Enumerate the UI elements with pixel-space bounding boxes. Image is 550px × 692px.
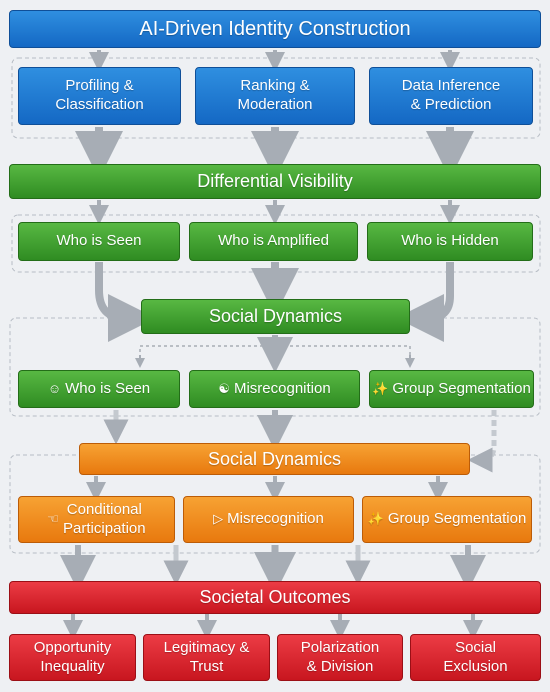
arrow-l2-3 xyxy=(396,262,454,342)
social-dynamics-orange-header: Social Dynamics xyxy=(79,443,470,475)
split-icon: ✨ xyxy=(367,511,384,527)
opportunity-inequality-node: Opportunity Inequality xyxy=(9,634,136,681)
hand-icon: ☜ xyxy=(47,511,60,527)
arrow-l2-1 xyxy=(95,262,156,342)
societal-outcomes-header: Societal Outcomes xyxy=(9,581,541,614)
who-is-seen-node: Who is Seen xyxy=(18,222,180,261)
group-frame-2 xyxy=(11,214,541,273)
split-icon: ✨ xyxy=(372,380,389,396)
identity-construction-header: AI-Driven Identity Construction xyxy=(9,10,541,48)
misrecognition-green-node: ☯ Misrecognition xyxy=(189,370,360,408)
group-segmentation-orange-node: ✨ Group Segmentation xyxy=(362,496,532,543)
differential-visibility-header: Differential Visibility xyxy=(9,164,541,199)
group-segmentation-green-node: ✨ Group Segmentation xyxy=(369,370,534,408)
data-inference-node: Data Inference & Prediction xyxy=(369,67,533,125)
mask-icon: ☯ xyxy=(218,380,230,396)
ranking-moderation-node: Ranking & Moderation xyxy=(195,67,355,125)
who-is-amplified-node: Who is Amplified xyxy=(189,222,358,261)
who-is-hidden-node: Who is Hidden xyxy=(367,222,533,261)
polarization-division-node: Polarization & Division xyxy=(277,634,403,681)
who-is-seen-segment-node: ☺ Who is Seen xyxy=(18,370,180,408)
social-dynamics-green-header: Social Dynamics xyxy=(141,299,410,334)
misrecognition-orange-node: ▷ Misrecognition xyxy=(183,496,354,543)
megaphone-icon: ▷ xyxy=(213,511,224,527)
conditional-participation-node: ☜ Conditional Participation xyxy=(18,496,175,543)
legitimacy-trust-node: Legitimacy & Trust xyxy=(143,634,270,681)
people-icon: ☺ xyxy=(47,380,62,396)
arrow-l3-3 xyxy=(467,410,497,473)
arrow-sg-dash xyxy=(139,345,411,358)
social-exclusion-node: Social Exclusion xyxy=(410,634,541,681)
profiling-classification-node: Profiling & Classification xyxy=(18,67,181,125)
